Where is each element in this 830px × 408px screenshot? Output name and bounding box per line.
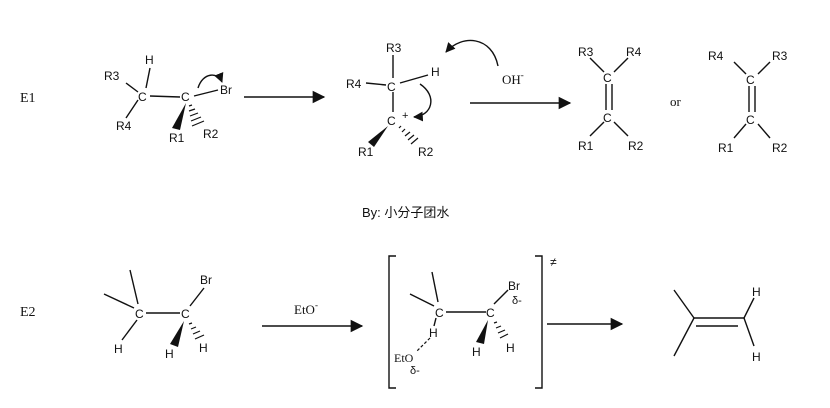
e1-pb-c1: C [746, 73, 755, 87]
ts-c2: C [486, 306, 495, 320]
e1-pb-r4: R4 [708, 49, 724, 63]
e1-reactant-r1: R1 [169, 131, 185, 145]
e1-reactant-r3: R3 [104, 69, 120, 83]
hash-bond [493, 321, 509, 339]
ts-bracket-right [535, 255, 543, 389]
e1-cation-h: H [431, 65, 440, 79]
e1-mechanism: E1 H R3 C R4 C Br R1 R2 [20, 39, 788, 159]
wedge-bond [476, 320, 488, 344]
e1-reactant-r4: R4 [116, 119, 132, 133]
e1-base-attack-curved-arrow [445, 39, 499, 67]
ts-h2: H [472, 345, 481, 359]
e1-pb-r2: R2 [772, 141, 788, 155]
e1-reactant-c1: C [138, 90, 147, 104]
e2-reactant-br: Br [200, 273, 212, 287]
wedge-bond [170, 321, 184, 347]
e2-transition-state: C C H Br δ- H H EtO δ- [394, 271, 522, 377]
e1-cation-r2: R2 [418, 145, 434, 159]
charge-superscript: - [315, 300, 318, 310]
e1-proton-shift-curved-arrow [413, 83, 432, 122]
e1-pa-r2: R2 [628, 139, 644, 153]
e1-or-text: or [670, 94, 682, 109]
e1-reactant-br: Br [220, 83, 232, 97]
ts-mark: ≠ [550, 255, 557, 269]
e1-reactant-h: H [145, 53, 154, 67]
ts-delta-eto: δ- [410, 365, 420, 377]
e1-reactant-c2: C [181, 90, 190, 104]
e1-cation-charge: + [402, 110, 408, 122]
e2-reactant: C C Br H H H [103, 269, 212, 361]
e1-product-a: R3 R4 C C R1 R2 [578, 45, 644, 153]
charge-superscript: - [521, 70, 524, 80]
e1-reactant: H R3 C R4 C Br R1 R2 [104, 53, 232, 145]
e1-pb-r3: R3 [772, 49, 788, 63]
e1-leaving-curved-arrow [197, 71, 224, 89]
e1-cation-r4: R4 [346, 77, 362, 91]
e2-reactant-c1: C [135, 307, 144, 321]
hash-bond [188, 104, 205, 127]
e2-reagent-text: EtO [294, 302, 315, 317]
ts-delta-br: δ- [512, 295, 522, 307]
e2-reagent: EtO- [294, 300, 318, 317]
e2-reactant-h3: H [199, 341, 208, 355]
e1-pa-r1: R1 [578, 139, 594, 153]
e1-label: E1 [20, 91, 36, 106]
ts-h3: H [506, 341, 515, 355]
e2-reactant-c2: C [181, 307, 190, 321]
ts-h-abstracted: H [429, 326, 438, 340]
e1-pb-r1: R1 [718, 141, 734, 155]
hash-bond [398, 125, 419, 145]
e2-product-h2: H [752, 350, 761, 364]
hash-bond [188, 322, 205, 340]
e1-cation-r3: R3 [386, 41, 402, 55]
e1-reactant-r2: R2 [203, 127, 219, 141]
wedge-bond [172, 103, 186, 130]
e1-cation-r1: R1 [358, 145, 374, 159]
e1-pa-r3: R3 [578, 45, 594, 59]
e1-base-text: OH [502, 72, 521, 87]
e1-product-b: R4 R3 C C R1 R2 [708, 49, 788, 155]
e1-cation-c2: C [387, 114, 396, 128]
ts-eto: EtO [394, 351, 414, 365]
e2-reactant-h1: H [114, 342, 123, 356]
e1-pa-r4: R4 [626, 45, 642, 59]
e1-pa-c1: C [603, 71, 612, 85]
e1-base-hydroxide: OH- [502, 70, 524, 87]
wedge-bond [368, 126, 388, 147]
credit-text: By: 小分子团水 [362, 205, 449, 220]
e1-carbocation: R3 R4 C H C + R1 R2 [346, 39, 499, 159]
e2-label: E2 [20, 305, 36, 320]
e2-reactant-h2: H [165, 347, 174, 361]
e1-pa-c2: C [603, 111, 612, 125]
ts-c1: C [435, 306, 444, 320]
e2-product-h1: H [752, 285, 761, 299]
ts-br: Br [508, 279, 520, 293]
e2-product: H H [673, 285, 761, 364]
e1-cation-c1: C [387, 80, 396, 94]
partial-bond-eto-h [415, 337, 431, 353]
e2-mechanism: E2 C C Br H H H EtO- [20, 255, 761, 389]
e1-pb-c2: C [746, 113, 755, 127]
ts-bracket-left [388, 255, 396, 389]
